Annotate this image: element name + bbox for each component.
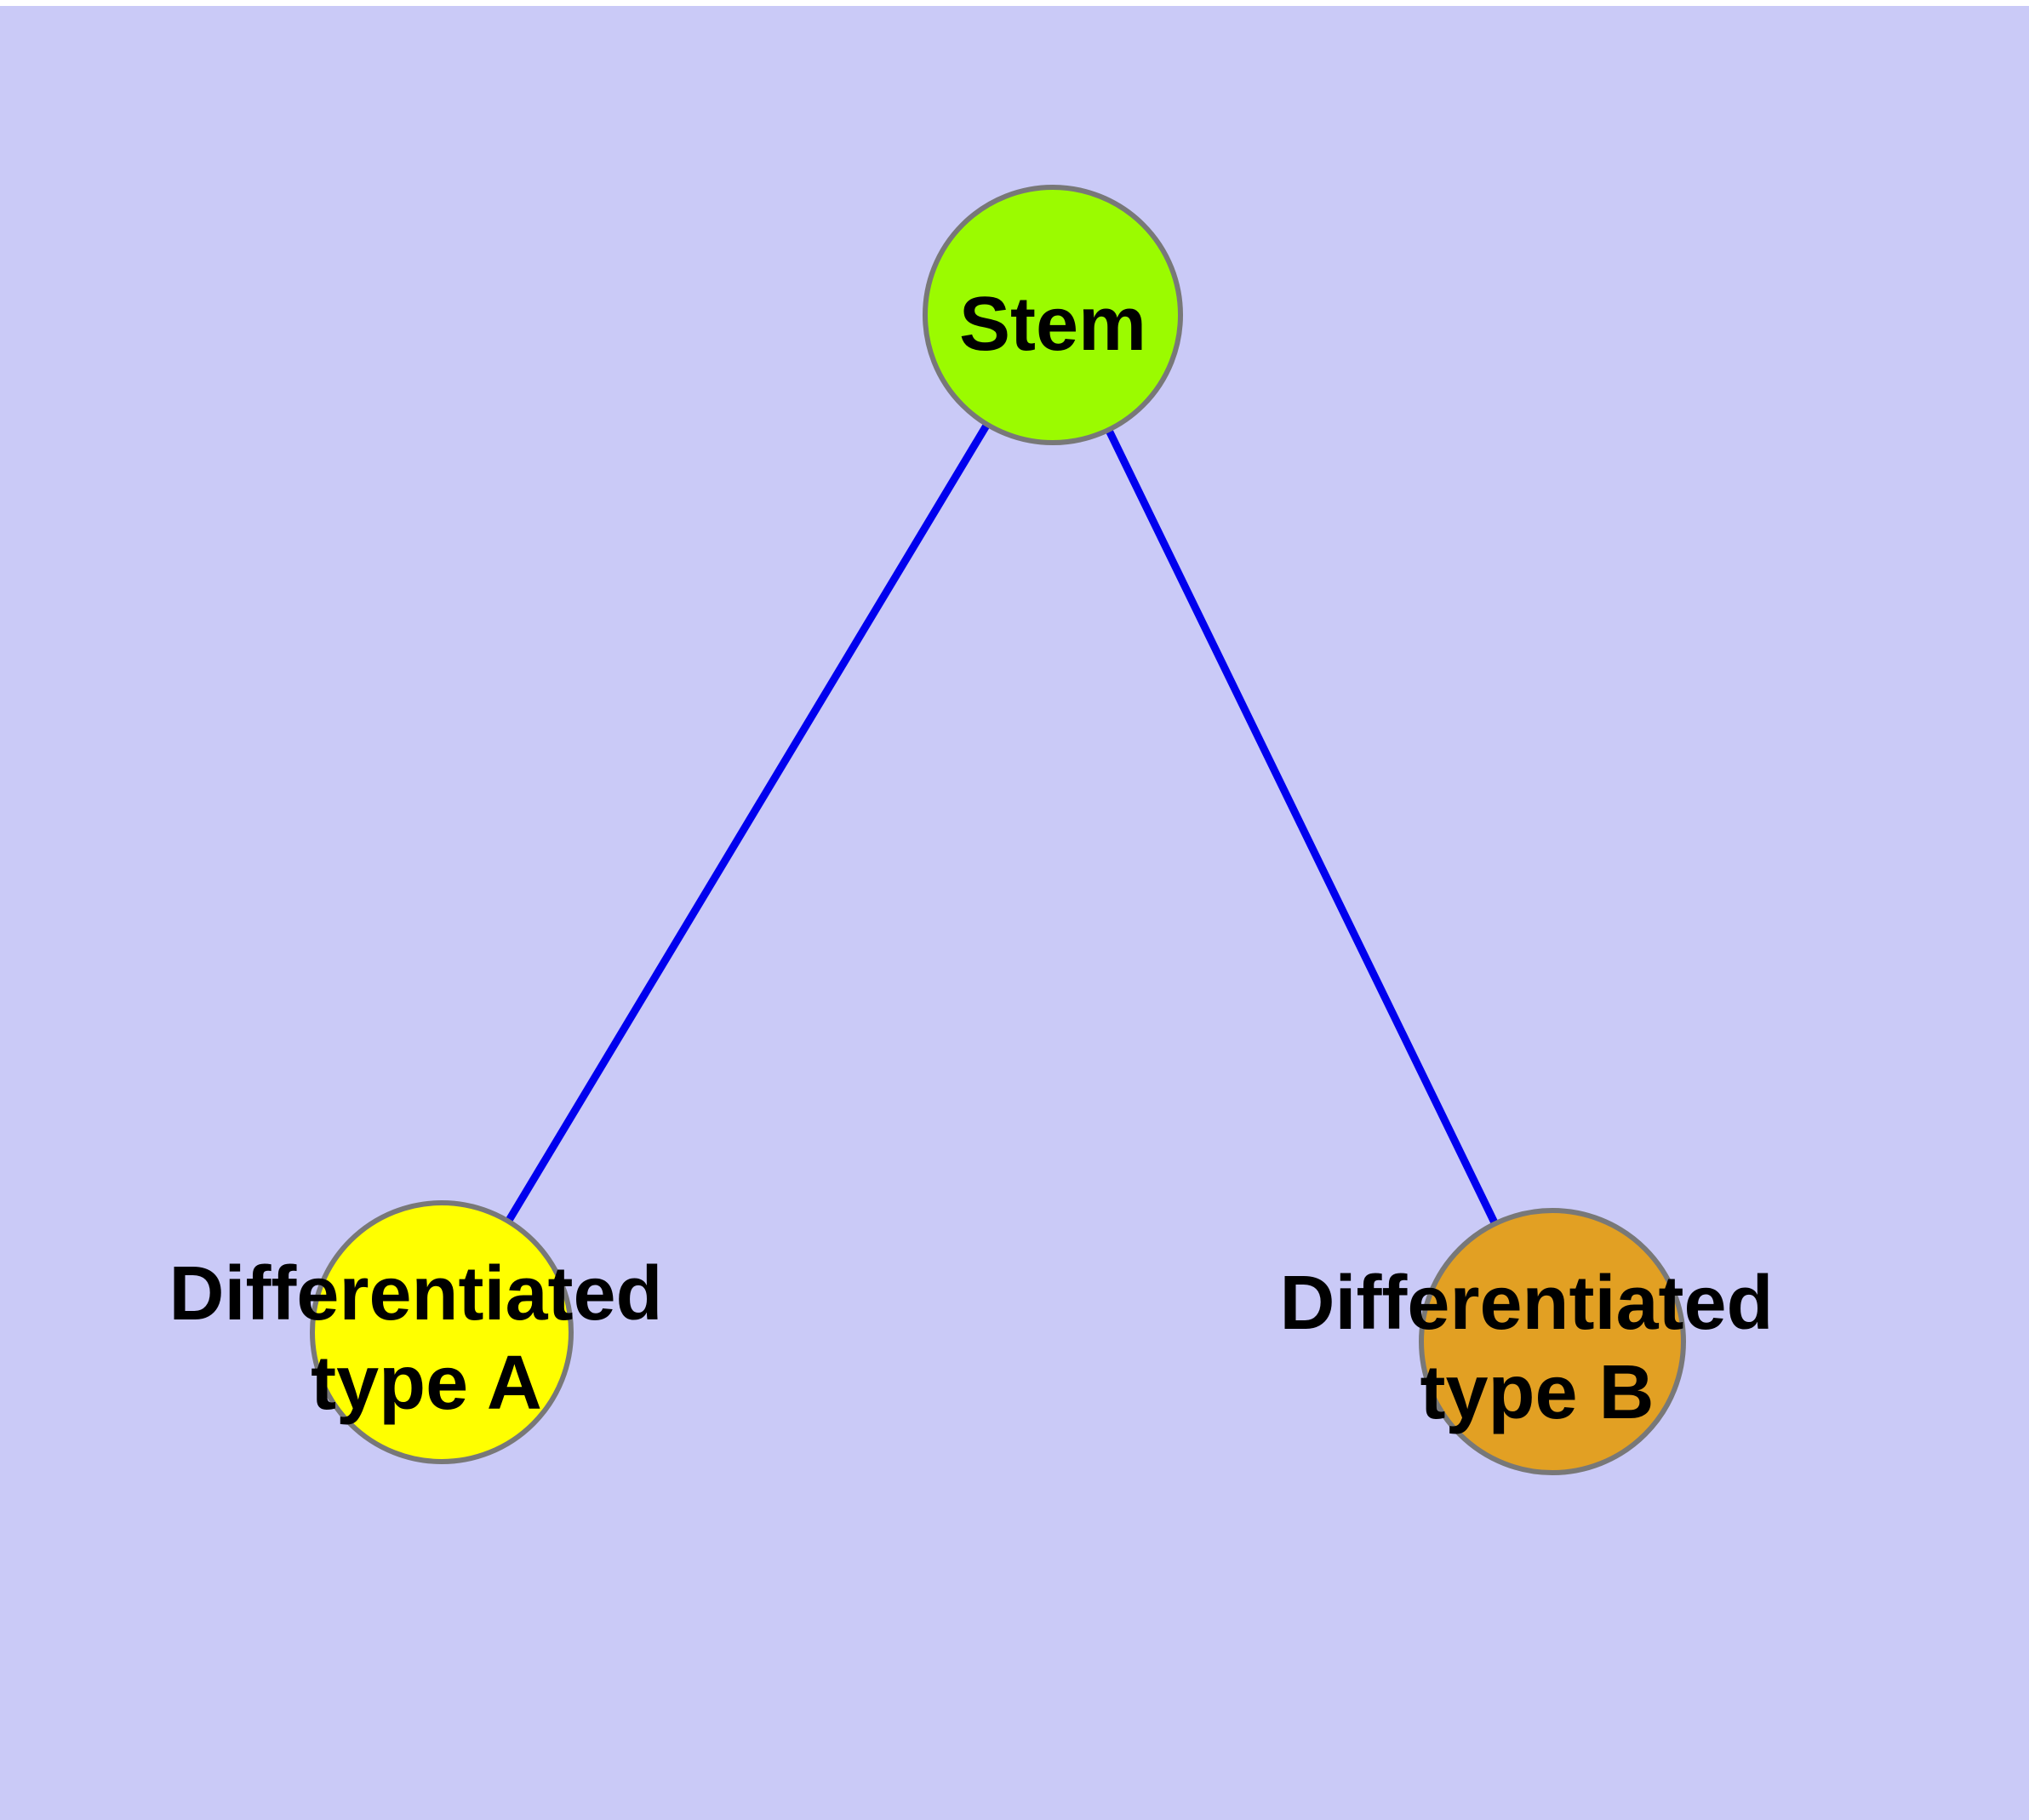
node-label-line: type A: [311, 1341, 542, 1426]
node-label-differentiated-type-b: Differentiated type B: [1279, 1261, 1794, 1435]
node-label-line: Differentiated: [169, 1251, 662, 1336]
node-label-differentiated-type-a: Differentiated type A: [169, 1251, 683, 1426]
node-label-line: Differentiated: [1279, 1261, 1773, 1346]
label-layer: Stem Differentiated type A Differentiate…: [169, 282, 1794, 1435]
node-label-line: type B: [1420, 1350, 1654, 1435]
top-white-strip: [0, 0, 2029, 6]
node-differentiated-type-a: [310, 1200, 574, 1464]
edge-stem-to-differentiated-type-b: [1049, 311, 1557, 1346]
node-layer: [310, 185, 1686, 1475]
node-stem: [923, 185, 1183, 445]
edge-layer: [437, 311, 1557, 1346]
node-label-stem: Stem: [959, 282, 1146, 367]
node-differentiated-type-b: [1419, 1208, 1686, 1475]
edge-stem-to-differentiated-type-a: [437, 311, 1057, 1336]
